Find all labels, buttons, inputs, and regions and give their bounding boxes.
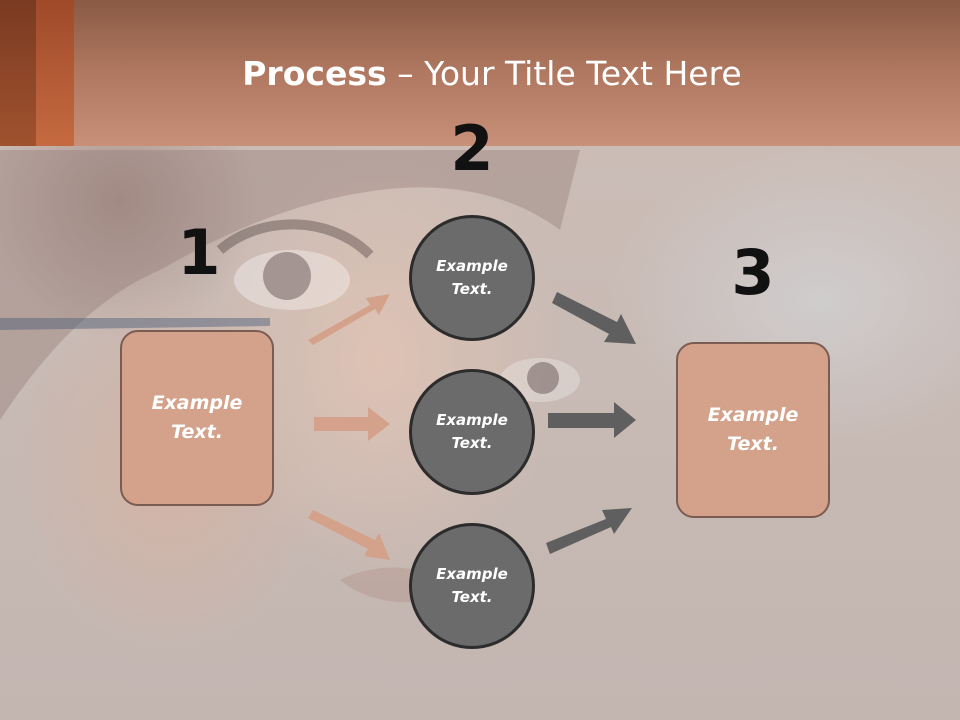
- header-accent-stripe-light: [36, 0, 74, 146]
- step-2-circle-bottom[interactable]: Example Text.: [409, 523, 535, 649]
- step-3-text: Example Text.: [707, 404, 799, 455]
- title-rest: Your Title Text Here: [424, 54, 742, 93]
- step-number-2: 2: [450, 112, 494, 185]
- arrow-circle-middle-to-step3: [548, 402, 636, 438]
- arrow-step1-to-circle-top: [308, 294, 390, 345]
- step-3-box[interactable]: Example Text.: [676, 342, 830, 518]
- step-1-box[interactable]: Example Text.: [120, 330, 274, 506]
- title-bold: Process: [242, 54, 387, 93]
- step-2-circle-middle[interactable]: Example Text.: [409, 369, 535, 495]
- header-accent-stripe: [0, 0, 36, 146]
- title-separator: –: [386, 54, 425, 93]
- circle-top-text: Example Text.: [436, 257, 508, 298]
- arrow-step1-to-circle-bottom: [308, 510, 390, 560]
- circle-bottom-text: Example Text.: [436, 565, 508, 606]
- step-number-3: 3: [731, 236, 775, 309]
- header-bar: [0, 0, 960, 146]
- arrow-circle-top-to-step3: [552, 292, 636, 344]
- step-1-text: Example Text.: [151, 392, 243, 443]
- outgoing-arrows: [546, 292, 636, 554]
- slide-title[interactable]: Process – Your Title Text Here: [0, 54, 960, 93]
- arrow-circle-bottom-to-step3: [546, 508, 632, 554]
- step-number-1: 1: [177, 216, 221, 289]
- arrow-step1-to-circle-middle: [314, 407, 390, 441]
- incoming-arrows: [308, 294, 390, 560]
- circle-middle-text: Example Text.: [436, 411, 508, 452]
- step-2-circle-top[interactable]: Example Text.: [409, 215, 535, 341]
